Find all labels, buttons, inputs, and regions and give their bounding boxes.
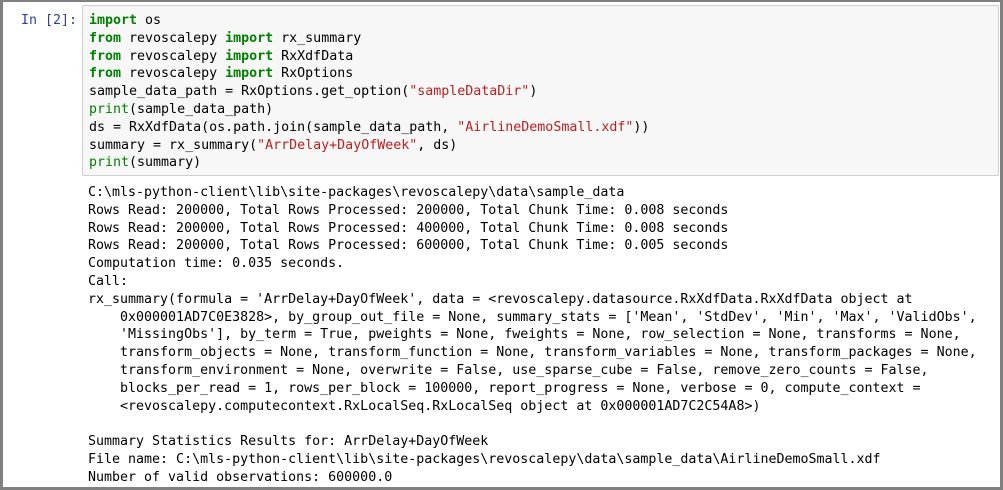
code-token: ) xyxy=(529,84,538,100)
code-token: revoscalepy xyxy=(121,30,226,46)
output-line: rx_summary(formula = 'ArrDelay+DayOfWeek… xyxy=(88,291,913,307)
keyword-token: from xyxy=(89,30,122,46)
output-line: blocks_per_read = 1, rows_per_block = 10… xyxy=(88,380,921,396)
output-line: <revoscalepy.computecontext.RxLocalSeq.R… xyxy=(88,398,761,414)
output-line: Rows Read: 200000, Total Rows Processed:… xyxy=(88,202,729,218)
code-line: ds = RxXdfData(os.path.join(sample_data_… xyxy=(89,119,998,137)
code-token: RxOptions xyxy=(273,66,354,82)
string-token: "ArrDelay+DayOfWeek" xyxy=(257,137,418,153)
output-line: File name: C:\mls-python-client\lib\site… xyxy=(88,451,881,467)
output-line: 'MissingObs'], by_term = True, pweights … xyxy=(88,327,961,343)
input-prompt: In [2]: xyxy=(21,13,78,28)
keyword-token: from xyxy=(89,48,122,64)
code-token: )) xyxy=(633,119,650,135)
output-line: 0x000001AD7C0E3828>, by_group_out_file =… xyxy=(88,309,977,325)
code-token: revoscalepy xyxy=(121,66,226,82)
code-line: print(sample_data_path) xyxy=(89,101,998,119)
keyword-token: from xyxy=(89,66,122,82)
code-line: from revoscalepy import RxXdfData xyxy=(89,48,998,66)
output-line: C:\mls-python-client\lib\site-packages\r… xyxy=(88,185,625,200)
code-token: (summary) xyxy=(129,155,202,171)
code-token: rx_summary xyxy=(273,30,362,46)
code-token: summary = rx_summary( xyxy=(89,137,258,153)
keyword-token: import xyxy=(89,13,138,28)
output-line: transform_objects = None, transform_func… xyxy=(88,345,977,361)
code-token: sample_data_path = RxOptions.get_option( xyxy=(89,84,410,100)
code-line: summary = rx_summary("ArrDelay+DayOfWeek… xyxy=(89,137,998,155)
code-token: ds = RxXdfData(os.path.join(sample_data_… xyxy=(89,119,458,135)
keyword-token: import xyxy=(225,30,274,46)
code-line: from revoscalepy import RxOptions xyxy=(89,65,998,83)
output-line: Call: xyxy=(88,273,129,289)
code-line: sample_data_path = RxOptions.get_option(… xyxy=(89,83,998,101)
code-line: from revoscalepy import rx_summary xyxy=(89,30,998,48)
cell-output: C:\mls-python-client\lib\site-packages\r… xyxy=(88,184,998,487)
output-line: Rows Read: 200000, Total Rows Processed:… xyxy=(88,238,729,254)
keyword-token: import xyxy=(225,48,274,64)
output-line: Computation time: 0.035 seconds. xyxy=(88,256,345,272)
output-line: transform_environment = None, overwrite … xyxy=(88,362,929,378)
code-line: import os xyxy=(89,12,998,30)
output-line: Rows Read: 200000, Total Rows Processed:… xyxy=(88,220,729,236)
code-token: revoscalepy xyxy=(121,48,226,64)
keyword-token: import xyxy=(225,66,274,82)
code-token: RxXdfData xyxy=(273,48,354,64)
builtin-token: print xyxy=(89,101,130,117)
string-token: "sampleDataDir" xyxy=(409,84,530,100)
code-line: print(summary) xyxy=(89,154,998,172)
string-token: "AirlineDemoSmall.xdf" xyxy=(457,119,634,135)
output-line: Summary Statistics Results for: ArrDelay… xyxy=(88,434,489,450)
code-token: (sample_data_path) xyxy=(129,101,274,117)
output-line: Number of valid observations: 600000.0 xyxy=(88,469,393,485)
output-line xyxy=(88,415,998,433)
builtin-token: print xyxy=(89,155,130,171)
code-token: os xyxy=(137,13,162,28)
code-token: , ds) xyxy=(417,137,458,153)
